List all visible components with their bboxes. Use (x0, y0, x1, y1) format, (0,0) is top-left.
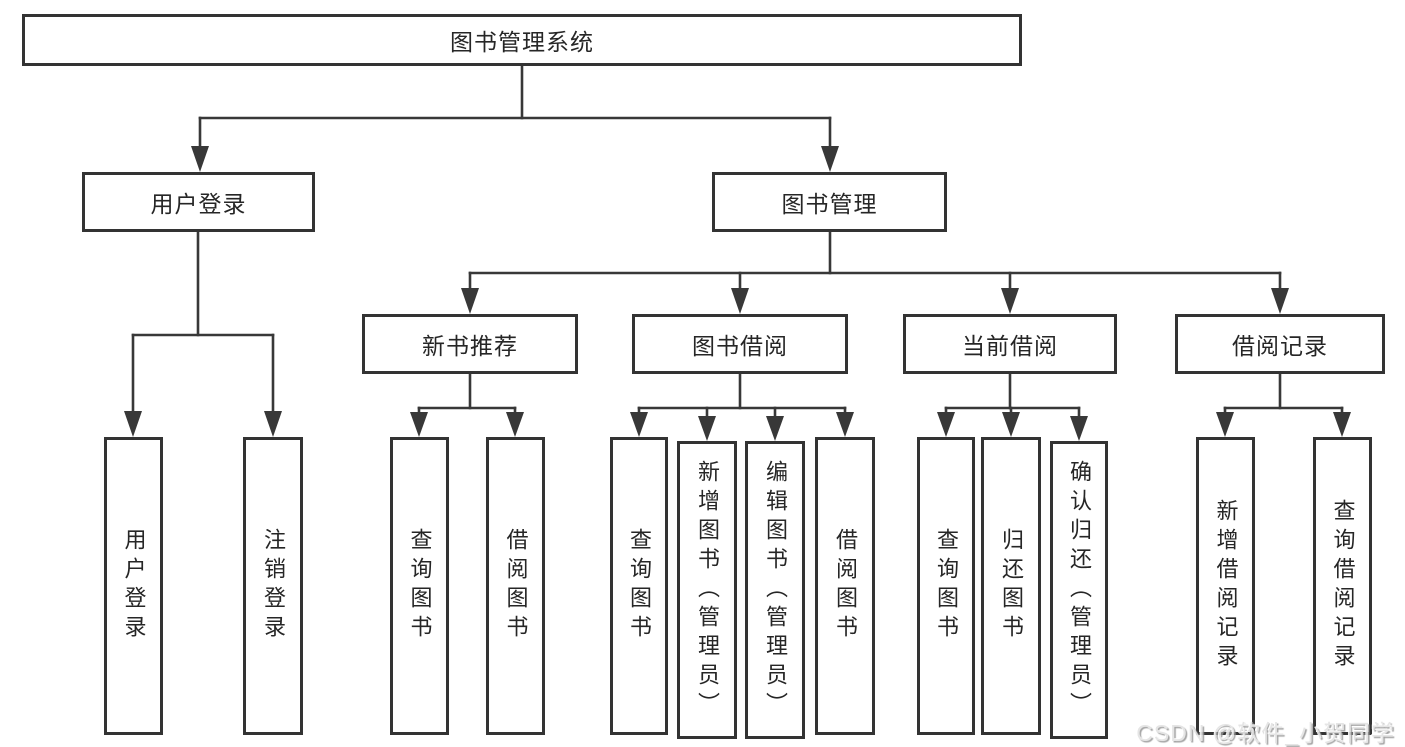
node-edit-book-admin: 编辑图书（管理员） (745, 441, 805, 739)
node-return-books: 归还图书 (981, 437, 1041, 735)
node-label: 借阅记录 (1232, 333, 1328, 359)
node-add-book-admin: 新增图书（管理员） (677, 441, 737, 739)
node-borrow-books: 借阅图书 (486, 437, 545, 735)
node-borrow-records: 借阅记录 (1175, 314, 1385, 374)
node-query-books: 查询图书 (610, 437, 668, 735)
node-label: 用户登录 (121, 528, 147, 644)
node-label: 图书管理 (781, 191, 878, 217)
node-user-login: 用户登录 (104, 437, 163, 735)
node-label: 用户登录 (150, 191, 247, 217)
node-label: 当前借阅 (962, 333, 1058, 359)
node-add-borrow-record: 新增借阅记录 (1196, 437, 1255, 735)
csdn-watermark: CSDN @软件_小贺同学 (1136, 720, 1395, 746)
node-borrow-books: 借阅图书 (815, 437, 875, 735)
node-label: 查询图书 (934, 528, 959, 644)
node-user-login-group: 用户登录 (82, 172, 315, 232)
node-label: 新书推荐 (422, 333, 518, 359)
node-label: 查询图书 (627, 528, 652, 644)
node-new-book-recommend: 新书推荐 (362, 314, 578, 374)
node-query-borrow-record: 查询借阅记录 (1313, 437, 1372, 735)
node-library-system: 图书管理系统 (22, 14, 1022, 66)
node-label: 注销登录 (261, 528, 286, 644)
node-label: 查询图书 (407, 528, 433, 644)
node-label: 新增借阅记录 (1213, 499, 1239, 673)
node-label: 归还图书 (999, 528, 1024, 644)
node-label: 新增图书（管理员） (695, 459, 720, 721)
node-label: 查询借阅记录 (1330, 499, 1356, 673)
node-label: 借阅图书 (503, 528, 529, 644)
node-book-borrowing: 图书借阅 (632, 314, 848, 374)
node-book-management: 图书管理 (712, 172, 947, 232)
node-label: 编辑图书（管理员） (763, 459, 788, 721)
node-query-books: 查询图书 (390, 437, 449, 735)
node-label: 图书管理系统 (450, 29, 594, 55)
node-label: 借阅图书 (833, 528, 858, 644)
node-label: 确认归还（管理员） (1067, 459, 1092, 721)
node-query-books: 查询图书 (917, 437, 975, 735)
node-label: 图书借阅 (692, 333, 788, 359)
node-confirm-return-admin: 确认归还（管理员） (1050, 441, 1108, 739)
node-current-borrowing: 当前借阅 (903, 314, 1117, 374)
node-logout: 注销登录 (243, 437, 303, 735)
